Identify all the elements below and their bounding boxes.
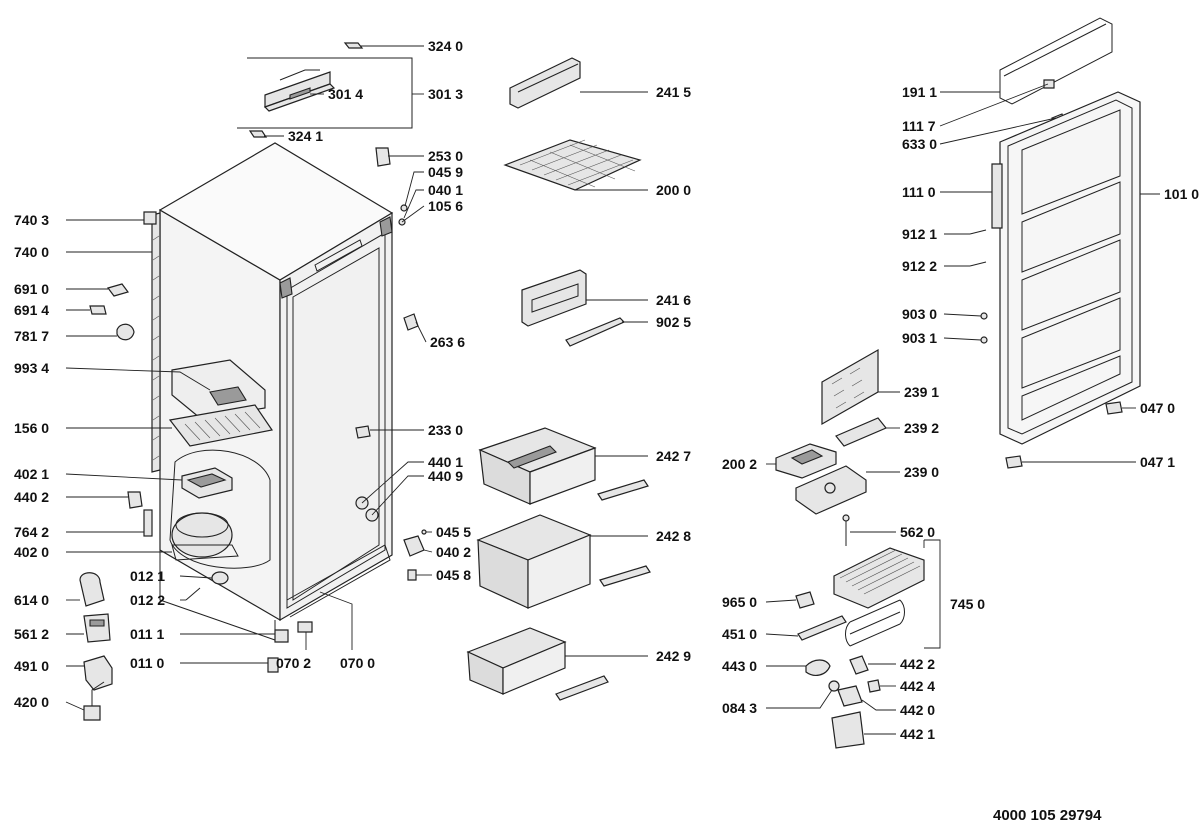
label-263-6: 263 6 — [430, 334, 465, 350]
label-614-0: 614 0 — [14, 592, 49, 608]
label-912-2: 912 2 — [902, 258, 937, 274]
evaporator-shelf — [168, 359, 274, 447]
label-070-0: 070 0 — [340, 655, 375, 671]
document-number: 4000 105 29794 — [993, 807, 1102, 824]
label-040-1: 040 1 — [428, 182, 463, 198]
label-200-2: 200 2 — [722, 456, 757, 472]
label-633-0: 633 0 — [902, 136, 937, 152]
label-402-1: 402 1 — [14, 466, 49, 482]
label-242-7: 242 7 — [656, 448, 691, 464]
label-045-9: 045 9 — [428, 164, 463, 180]
label-253-0: 253 0 — [428, 148, 463, 164]
part-420-0-drawing — [83, 705, 101, 721]
label-902-5: 902 5 — [656, 314, 691, 330]
label-451-0: 451 0 — [722, 626, 757, 642]
label-903-0: 903 0 — [902, 306, 937, 322]
part-561-2-drawing — [83, 613, 111, 643]
label-740-3: 740 3 — [14, 212, 49, 228]
label-012-2: 012 2 — [130, 592, 165, 608]
label-011-1: 011 1 — [130, 626, 164, 642]
label-241-6: 241 6 — [656, 292, 691, 308]
label-440-9: 440 9 — [428, 468, 463, 484]
label-561-2: 561 2 — [14, 626, 49, 642]
label-324-0: 324 0 — [428, 38, 463, 54]
part-440-2-drawing — [127, 491, 143, 509]
label-047-0: 047 0 — [1140, 400, 1175, 416]
label-420-0: 420 0 — [14, 694, 49, 710]
label-764-2: 764 2 — [14, 524, 49, 540]
label-781-7: 781 7 — [14, 328, 49, 344]
label-402-0: 402 0 — [14, 544, 49, 560]
label-040-2: 040 2 — [436, 544, 471, 560]
label-011-0: 011 0 — [130, 655, 164, 671]
part-labels: 324 0 301 3 301 4 324 1 253 0 045 9 040 … — [14, 38, 1199, 742]
label-200-0: 200 0 — [656, 182, 691, 198]
label-691-4: 691 4 — [14, 302, 49, 318]
label-070-2: 070 2 — [276, 655, 311, 671]
label-105-6: 105 6 — [428, 198, 463, 214]
part-491-0-drawing — [83, 655, 113, 691]
evaporator-assembly — [795, 547, 925, 749]
label-012-1: 012 1 — [130, 568, 165, 584]
label-491-0: 491 0 — [14, 658, 49, 674]
label-156-0: 156 0 — [14, 420, 49, 436]
control-assembly — [775, 348, 887, 546]
label-301-4: 301 4 — [328, 86, 363, 102]
label-242-9: 242 9 — [656, 648, 691, 664]
left-small-parts — [79, 283, 313, 721]
label-903-1: 903 1 — [902, 330, 937, 346]
label-301-3: 301 3 — [428, 86, 463, 102]
top-panel-group — [237, 42, 413, 138]
label-442-2: 442 2 — [900, 656, 935, 672]
label-443-0: 443 0 — [722, 658, 757, 674]
label-101-0: 101 0 — [1164, 186, 1199, 202]
label-047-1: 047 1 — [1140, 454, 1175, 470]
label-239-0: 239 0 — [904, 464, 939, 480]
label-440-2: 440 2 — [14, 489, 49, 505]
label-233-0: 233 0 — [428, 422, 463, 438]
label-740-0: 740 0 — [14, 244, 49, 260]
label-239-2: 239 2 — [904, 420, 939, 436]
label-191-1: 191 1 — [902, 84, 937, 100]
part-324-1-drawing — [248, 130, 268, 138]
label-965-0: 965 0 — [722, 594, 757, 610]
compressor-area — [127, 449, 271, 601]
label-045-5: 045 5 — [436, 524, 471, 540]
label-440-1: 440 1 — [428, 454, 463, 470]
label-745-0: 745 0 — [950, 596, 985, 612]
label-562-0: 562 0 — [900, 524, 935, 540]
part-614-0-drawing — [79, 572, 105, 607]
label-111-0: 111 0 — [902, 184, 936, 200]
label-993-4: 993 4 — [14, 360, 49, 376]
label-241-5: 241 5 — [656, 84, 691, 100]
label-242-8: 242 8 — [656, 528, 691, 544]
part-764-2-drawing — [143, 509, 153, 537]
label-239-1: 239 1 — [904, 384, 939, 400]
label-912-1: 912 1 — [902, 226, 937, 242]
door-assembly — [969, 17, 1141, 469]
label-111-7: 111 7 — [902, 118, 936, 134]
center-parts — [466, 57, 651, 701]
label-045-8: 045 8 — [436, 567, 471, 583]
label-324-1: 324 1 — [288, 128, 323, 144]
label-442-0: 442 0 — [900, 702, 935, 718]
leader-lines — [65, 45, 1160, 735]
label-691-0: 691 0 — [14, 281, 49, 297]
label-442-4: 442 4 — [900, 678, 935, 694]
label-442-1: 442 1 — [900, 726, 935, 742]
label-084-3: 084 3 — [722, 700, 757, 716]
part-324-0-drawing — [343, 42, 364, 49]
